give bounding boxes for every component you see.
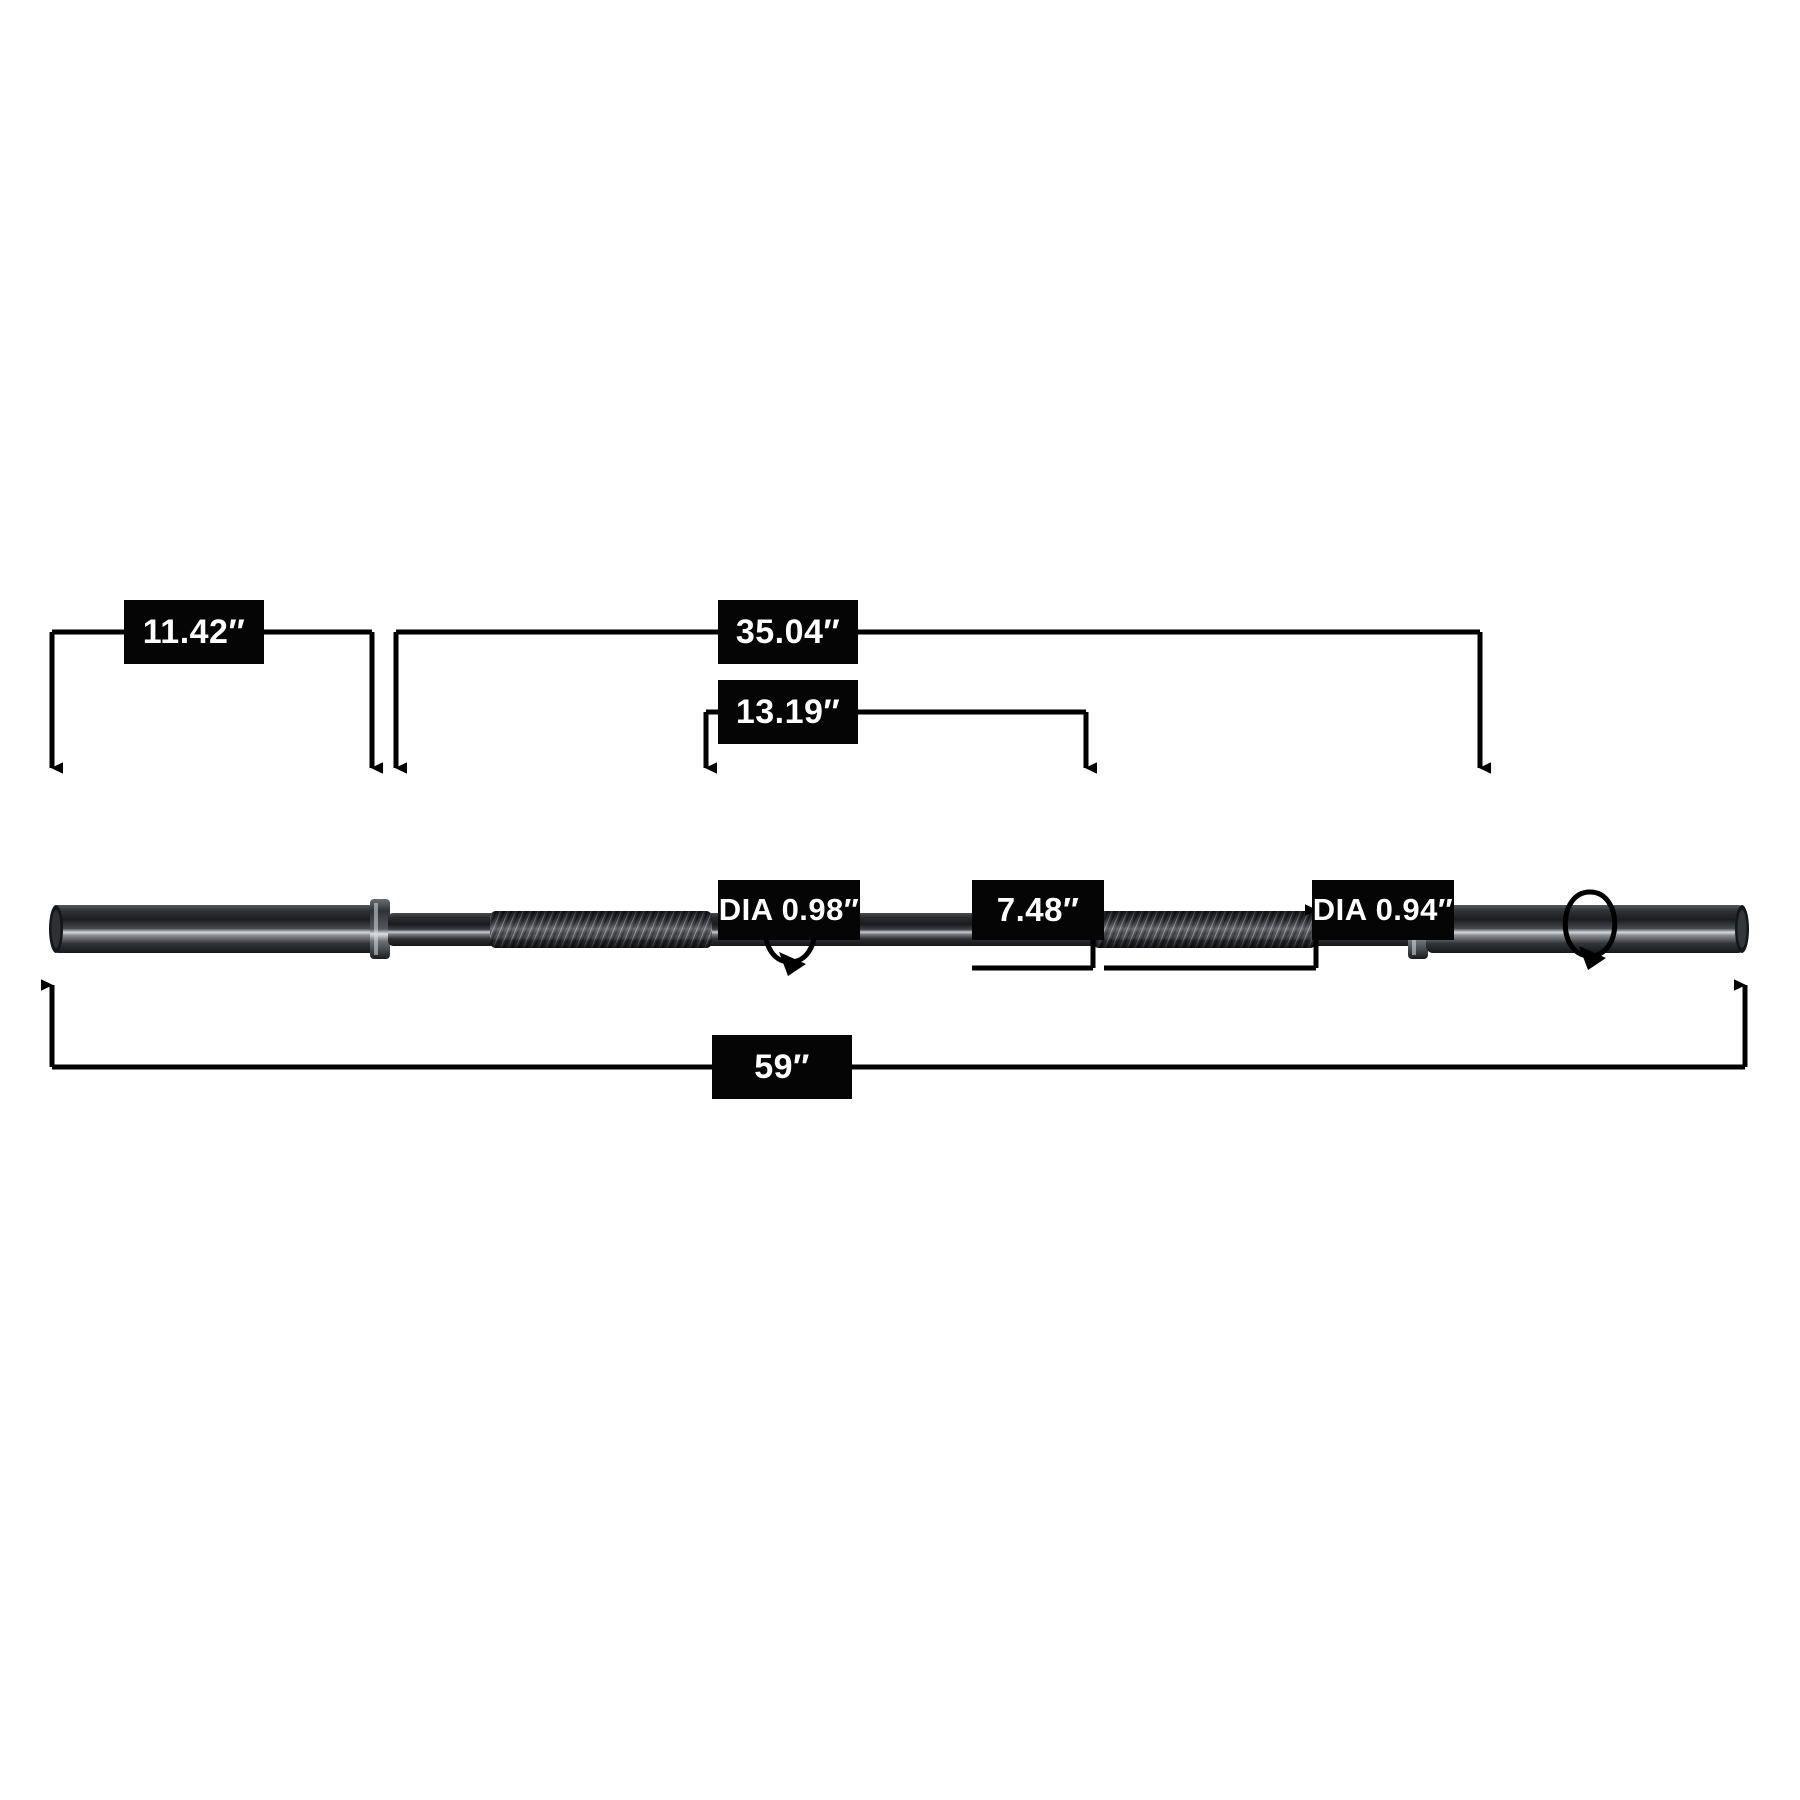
barbell-knurl-right — [1093, 911, 1316, 948]
leader-shaft-span — [393, 629, 1491, 774]
dimension-label-knurl-length: 7.48″ — [972, 880, 1104, 940]
leader-overall-length — [41, 979, 1748, 1070]
dimension-label-shaft-span: 35.04″ — [718, 600, 858, 664]
leader-center-span — [703, 709, 1097, 774]
barbell-right-sleeve — [1426, 905, 1749, 953]
dimension-label-sleeve-length-left: 11.42″ — [124, 600, 264, 664]
leader-sleeve-length-left — [49, 629, 383, 774]
barbell-left-sleeve — [49, 905, 382, 953]
sleeve-diameter-loop-icon — [1562, 889, 1618, 970]
dimension-label-center-span: 13.19″ — [718, 680, 858, 744]
barbell-illustration — [49, 899, 1749, 959]
barbell-left-collar — [370, 899, 390, 959]
dimension-label-sleeve-diameter: DIA 0.94″ — [1312, 880, 1454, 940]
barbell-knurl-left — [490, 911, 712, 948]
dimension-label-overall-length: 59″ — [712, 1035, 852, 1099]
dimension-label-shaft-diameter: DIA 0.98″ — [718, 880, 860, 940]
